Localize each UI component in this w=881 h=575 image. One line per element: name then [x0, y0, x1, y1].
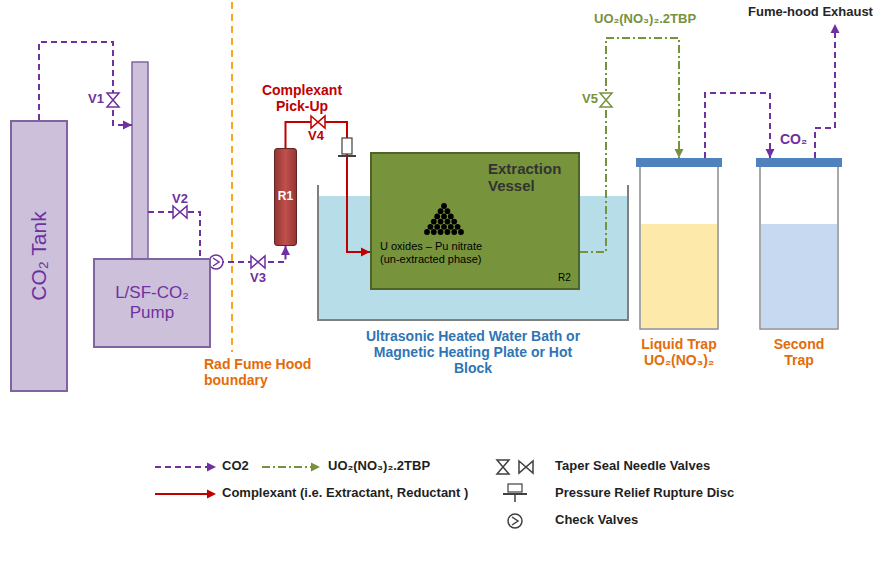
- pellet: [424, 229, 430, 235]
- fume-hood-boundary: [231, 2, 233, 352]
- valve-label: V2: [172, 192, 188, 207]
- rupture-disc: [338, 138, 356, 156]
- pellet: [438, 219, 444, 225]
- needle-valve: [311, 116, 325, 128]
- drawing-part: [508, 484, 522, 492]
- legend-arrowhead: [311, 463, 320, 472]
- tank-label: CO₂ Tank: [27, 211, 51, 300]
- legend-label: Check Valves: [555, 513, 638, 528]
- pump-column: [132, 62, 148, 262]
- pellet: [431, 229, 437, 235]
- legend-check-valve: [508, 514, 522, 528]
- legend-arrowhead: [207, 490, 216, 499]
- pellet: [428, 224, 434, 230]
- vial-outline: [636, 158, 722, 330]
- pellet: [434, 224, 440, 230]
- reservoir-label: R1: [278, 190, 293, 204]
- vial-liquid: [761, 224, 837, 328]
- valve-label: V4: [308, 129, 324, 144]
- pickup-label: Complexant Pick-Up: [254, 82, 350, 114]
- legend-valve-symbol: [497, 460, 509, 474]
- pellet: [445, 208, 451, 214]
- exhaust-line: [815, 33, 835, 158]
- pellet: [438, 229, 444, 235]
- exhaust-arrowhead: [831, 24, 840, 33]
- arrowhead: [123, 121, 132, 130]
- vial-cap: [756, 158, 842, 167]
- bath-label: Ultrasonic Heated Water Bath or Magnetic…: [353, 328, 593, 376]
- pellet: [441, 224, 447, 230]
- flow-connector: [286, 122, 371, 252]
- trap-vial: Second Trap: [756, 158, 842, 330]
- needle-valve: [173, 206, 187, 218]
- pellet: [451, 219, 457, 225]
- pellet: [431, 219, 437, 225]
- legend-label: UO₂(NO₃)₂.2TBP: [328, 459, 430, 474]
- legend-rupture-disc: [503, 484, 527, 502]
- legend-label: Taper Seal Needle Valves: [555, 459, 710, 474]
- reservoir-cylinder: R1: [274, 148, 297, 246]
- pump-box: L/SF-CO₂ Pump: [93, 258, 211, 348]
- pellet: [448, 224, 454, 230]
- pellet: [445, 229, 451, 235]
- stream-label: UO₂(NO₃)₂.2TBP: [594, 12, 696, 27]
- pellet: [445, 219, 451, 225]
- drawing-part: [338, 155, 356, 157]
- check-valve: [209, 255, 223, 269]
- drawing-part: [209, 255, 223, 269]
- valve-label: V1: [88, 92, 104, 107]
- drawing-part: [508, 514, 522, 528]
- drawing-part: [342, 138, 352, 154]
- arrowhead: [361, 248, 370, 257]
- valve-label: V5: [582, 92, 598, 107]
- needle-valve: [251, 256, 265, 268]
- arrowhead: [766, 149, 775, 158]
- legend-line-sample: [262, 466, 312, 468]
- pellet: [451, 229, 457, 235]
- legend-label: CO2: [222, 459, 249, 474]
- exhaust-label: Fume-hood Exhaust: [748, 5, 873, 20]
- legend-label: Pressure Relief Rupture Disc: [555, 486, 734, 501]
- vial-liquid: [641, 224, 717, 328]
- pump-label: L/SF-CO₂ Pump: [95, 279, 209, 326]
- flow-connector: [39, 42, 132, 125]
- boundary-label: Rad Fume Hood boundary: [204, 356, 324, 388]
- vial-outline: [756, 158, 842, 330]
- drawing-part: [512, 517, 518, 525]
- vessel-id: R2: [558, 272, 571, 284]
- trap-label: Liquid Trap UO₂(NO₃)₂: [637, 336, 721, 368]
- water-bath: Ultrasonic Heated Water Bath or Magnetic…: [318, 185, 628, 320]
- pellet: [455, 224, 461, 230]
- pellet: [441, 203, 447, 209]
- needle-valve: [600, 93, 612, 107]
- legend-valve-symbol: [519, 461, 533, 473]
- pellet: [434, 214, 440, 220]
- valve-label: V3: [250, 271, 266, 286]
- vessel-content-label: U oxides – Pu nitrate (un-extracted phas…: [380, 240, 502, 265]
- pellet: [441, 214, 447, 220]
- trap-label: Second Trap: [764, 336, 834, 368]
- vial-cap: [636, 158, 722, 167]
- vessel-title: Extraction Vessel: [488, 160, 578, 195]
- needle-valve: [107, 93, 119, 107]
- legend-label: Complexant (i.e. Extractant, Reductant ): [222, 486, 468, 501]
- gas-tank: CO₂ Tank: [10, 120, 68, 392]
- vial-body: [640, 166, 718, 329]
- pellet: [438, 208, 444, 214]
- arrowhead: [675, 149, 684, 158]
- pellet: [458, 229, 464, 235]
- gas-label: CO₂: [780, 131, 807, 147]
- flow-connector: [705, 93, 770, 158]
- arrowhead: [281, 246, 290, 255]
- legend-line-sample: [155, 493, 208, 495]
- legend-arrowhead: [207, 463, 216, 472]
- drawing-part: [213, 258, 219, 266]
- extraction-vessel: Extraction Vessel U oxides – Pu nitrate (…: [370, 152, 580, 290]
- pellet: [448, 214, 454, 220]
- vial-body: [760, 166, 838, 329]
- trap-vial: Liquid Trap UO₂(NO₃)₂: [636, 158, 722, 330]
- legend-line-sample: [155, 466, 208, 468]
- drawing-part: [514, 494, 516, 502]
